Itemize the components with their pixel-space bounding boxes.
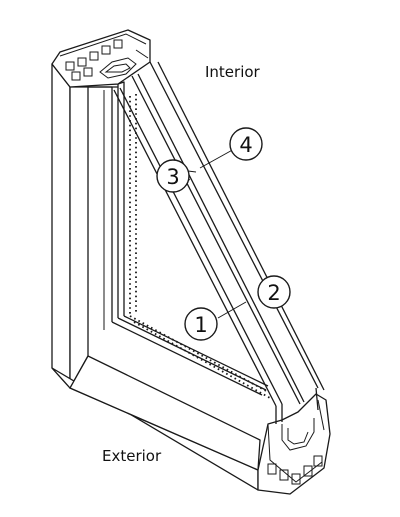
spacer-dots [129,94,271,399]
window-frame [51,29,331,495]
callout-4: 4 [229,127,263,161]
jamb-front-face [69,86,89,389]
callout-2: 2 [257,275,291,309]
bottom-profile-section [257,393,331,495]
sill-top-face [69,355,261,471]
interior-label: Interior [205,63,261,81]
callout-3-number: 3 [166,165,179,189]
callout-1: 1 [184,307,218,341]
jamb-outer-face [51,63,71,389]
callout-4-number: 4 [239,133,252,157]
callout-3: 3 [156,159,190,193]
top-profile-section [51,29,151,88]
exterior-label: Exterior [102,447,162,465]
glass-panes [113,61,325,424]
callout-2-number: 2 [267,281,280,305]
callout-1-number: 1 [194,313,207,337]
